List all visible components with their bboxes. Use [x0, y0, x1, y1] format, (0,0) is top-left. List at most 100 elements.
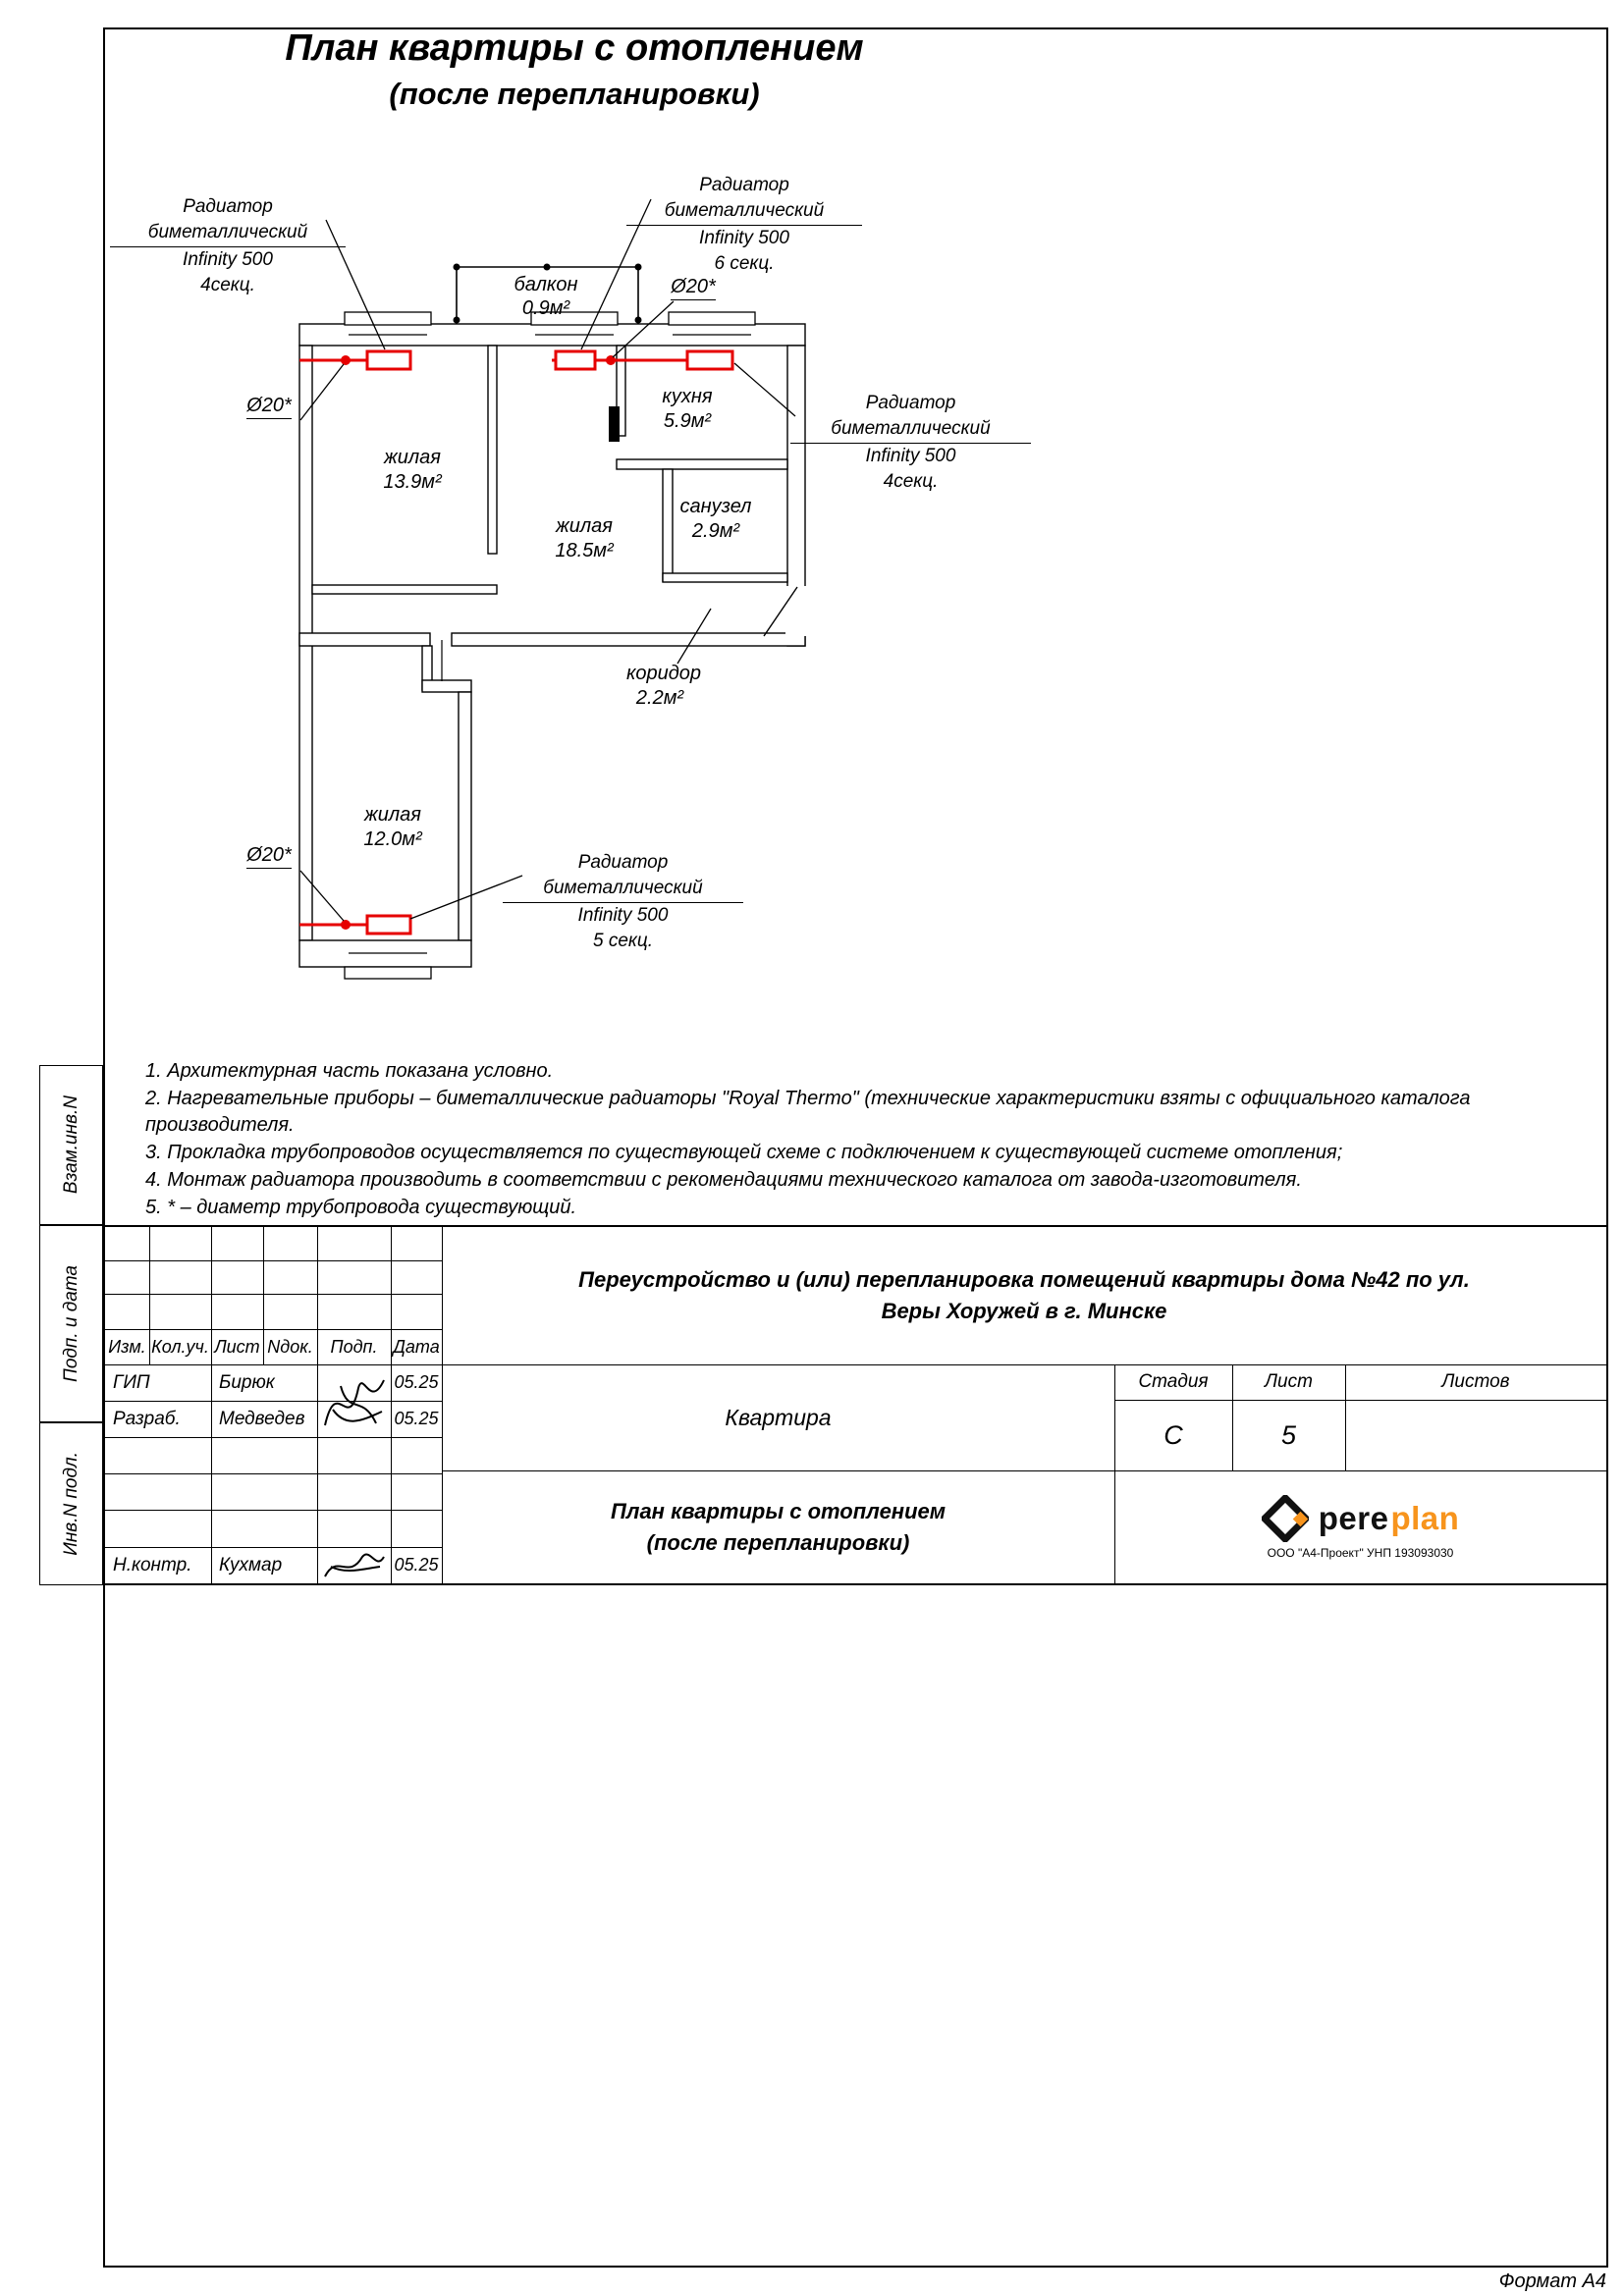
stage-value: С	[1163, 1419, 1183, 1450]
windows-group	[344, 311, 756, 980]
grid-line	[105, 1473, 442, 1474]
grid-line	[149, 1227, 150, 1364]
pipe-riser-dot	[606, 355, 616, 365]
staff-date: 05.25	[394, 1555, 439, 1575]
wall-segment	[311, 584, 498, 595]
room-area: 2.2м²	[635, 687, 685, 709]
walls-group	[298, 323, 806, 968]
grid-line	[391, 1227, 392, 1583]
radiator-callout-3: Радиатор биметаллический Infinity 500 4с…	[790, 391, 1031, 495]
grid-line	[105, 1329, 442, 1330]
project-line: Веры Хоружей в г. Минске	[881, 1299, 1167, 1323]
callout-line: Infinity 500	[183, 249, 273, 270]
side-box-label: Взам.инв.N	[60, 1095, 81, 1195]
leader-line	[580, 198, 652, 350]
grid-line	[1114, 1364, 1115, 1583]
callout-line: 4секц.	[883, 471, 939, 492]
project-description: Переустройство и (или) перепланировка по…	[442, 1227, 1606, 1364]
callout-line: Радиатор биметаллический	[626, 173, 862, 226]
staff-role: Н.контр.	[113, 1555, 192, 1575]
format-label: Формат А4	[1498, 2270, 1606, 2292]
wall-segment	[662, 572, 788, 583]
radiator	[685, 349, 734, 371]
notes-block: 1. Архитектурная часть показана условно.…	[145, 1058, 1551, 1222]
callout-line: Infinity 500	[699, 228, 789, 248]
grid-line	[263, 1227, 264, 1364]
project-line: Переустройство и (или) перепланировка по…	[578, 1267, 1470, 1292]
grid-line	[105, 1401, 442, 1402]
leader-line	[409, 875, 523, 920]
radiator	[365, 914, 412, 935]
grid-line	[442, 1227, 443, 1583]
room-name: санузел	[680, 496, 752, 517]
callout-line: Радиатор биметаллический	[503, 850, 743, 903]
col-header-podp: Подп.	[330, 1336, 378, 1357]
room-name: коридор	[626, 663, 701, 684]
radiator-callout-2: Радиатор биметаллический Infinity 500 6 …	[626, 173, 862, 277]
callout-line: Infinity 500	[577, 905, 669, 926]
vent-shaft	[609, 406, 620, 442]
grid-line	[1232, 1364, 1233, 1470]
side-box-podp: Подп. и дата	[39, 1225, 103, 1422]
signature-gip	[324, 1379, 385, 1426]
window-sill	[344, 311, 432, 326]
col-header-data: Дата	[393, 1336, 440, 1357]
balcony-dots	[453, 263, 642, 324]
callout-line: Радиатор биметаллический	[790, 391, 1031, 444]
pipe-riser-dot	[341, 920, 351, 930]
callout-line: 4секц.	[200, 275, 255, 295]
sheet-title: План квартиры с отоплением	[285, 27, 864, 69]
col-header-koluch: Кол.уч.	[151, 1336, 209, 1357]
grid-line	[105, 1547, 442, 1548]
grid-line	[105, 1364, 1606, 1365]
note-item: 4. Монтаж радиатора производить в соотве…	[145, 1169, 1302, 1191]
logo-text-black: pere	[1318, 1499, 1389, 1536]
staff-name: Медведев	[219, 1409, 305, 1429]
radiator	[554, 349, 597, 371]
sheet-frame	[103, 27, 1608, 2268]
pereplan-logo-icon	[1261, 1494, 1309, 1542]
room-name: жилая	[363, 804, 421, 826]
grid-line	[105, 1260, 442, 1261]
staff-name: Бирюк	[219, 1372, 275, 1393]
room-area: 18.5м²	[555, 540, 615, 561]
pipe-diameter-callout: Ø20*	[234, 844, 304, 869]
door-opening	[785, 586, 807, 636]
callout-line: 6 секц.	[714, 253, 775, 274]
logo-subtext: ООО "А4-Проект" УНП 193093030	[1267, 1545, 1454, 1560]
heating-group	[299, 349, 734, 935]
note-item: 1. Архитектурная часть показана условно.	[145, 1060, 554, 1082]
radiator-callout-1: Радиатор биметаллический Infinity 500 4с…	[110, 194, 346, 298]
room-name: жилая	[383, 447, 441, 468]
window-sill	[668, 311, 756, 326]
room-area: 2.9м²	[691, 520, 741, 542]
room-area: 13.9м²	[383, 471, 443, 493]
signature-nkontr	[324, 1553, 385, 1577]
room-name: жилая	[555, 515, 613, 537]
diameter-text: Ø20*	[671, 276, 716, 300]
wall-segment	[616, 345, 626, 437]
wall-segment	[487, 345, 498, 555]
col-header-list: Лист	[214, 1336, 260, 1357]
note-item: 3. Прокладка трубопроводов осуществляетс…	[145, 1142, 1343, 1163]
document-title: План квартиры с отоплением (после перепл…	[442, 1470, 1114, 1583]
staff-date: 05.25	[394, 1409, 439, 1428]
radiator	[365, 349, 412, 371]
side-box-label: Подп. и дата	[60, 1265, 81, 1382]
col-header-ndok: Nдок.	[267, 1336, 313, 1357]
callout-line: Infinity 500	[865, 446, 956, 466]
document-title-line: (после перепланировки)	[646, 1529, 910, 1555]
window-sill	[530, 311, 619, 326]
grid-line	[105, 1437, 442, 1438]
grid-line	[105, 1294, 442, 1295]
radiator-callout-4: Радиатор биметаллический Infinity 500 5 …	[503, 850, 743, 954]
room-name: кухня	[662, 386, 712, 407]
sheet-header: Лист	[1265, 1371, 1313, 1392]
sheets-header: Листов	[1441, 1371, 1510, 1392]
object-name: Квартира	[725, 1404, 832, 1430]
grid-line	[105, 1510, 442, 1511]
leader-line	[325, 219, 386, 350]
